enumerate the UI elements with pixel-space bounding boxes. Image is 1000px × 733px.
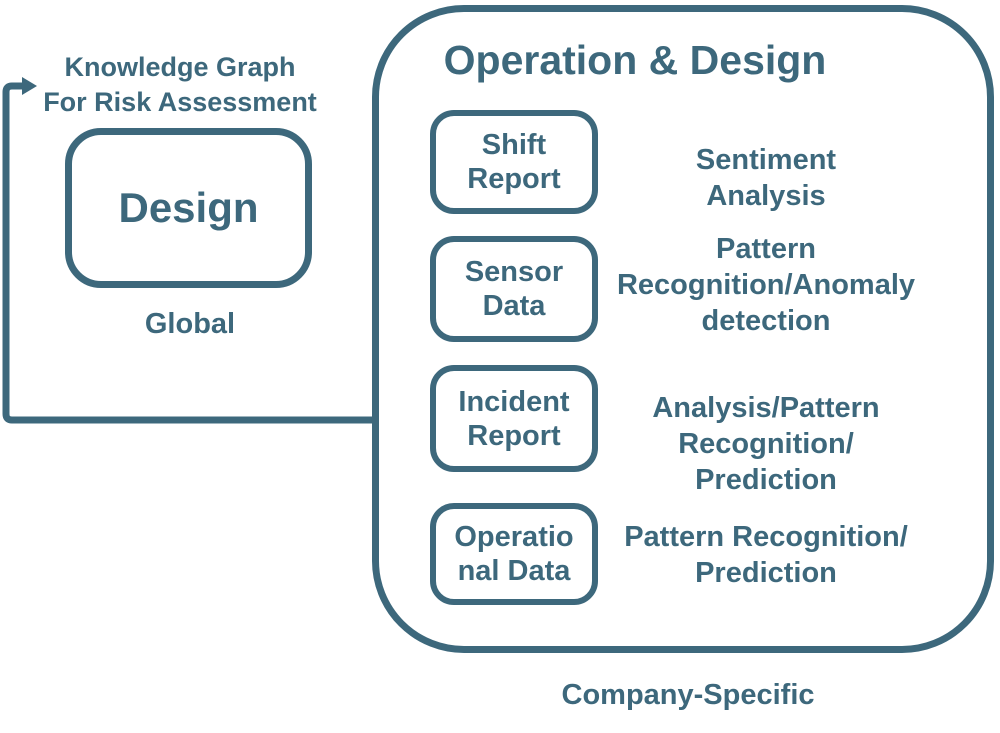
incident-report-box: Incident Report — [430, 365, 598, 472]
pattern-recognition-prediction-label: Pattern Recognition/ Prediction — [604, 519, 928, 591]
method-label-line: Recognition/Anomaly — [616, 269, 916, 301]
analysis-pattern-prediction-label: Analysis/Pattern Recognition/ Prediction — [604, 390, 928, 498]
operational-data-box: Operatio nal Data — [430, 503, 598, 605]
design-box-label: Design — [118, 184, 259, 231]
box-label-line: Shift — [481, 129, 547, 161]
shift-report-box: Shift Report — [430, 110, 598, 214]
box-label-line: Data — [482, 290, 546, 322]
box-label-line: Sensor — [464, 256, 564, 288]
left-heading-line: For Risk Assessment — [43, 87, 317, 117]
pattern-recognition-anomaly-label: Pattern Recognition/Anomaly detection — [604, 231, 928, 339]
method-label-line: Analysis — [706, 180, 826, 212]
method-label-line: Prediction — [695, 464, 837, 496]
method-label-line: detection — [701, 305, 831, 337]
box-label-line: Incident — [458, 385, 570, 418]
box-label-line: Report — [467, 419, 561, 452]
method-label-line: Analysis/Pattern — [652, 392, 880, 424]
operation-design-title: Operation & Design — [443, 37, 827, 83]
method-label-line: Pattern Recognition/ — [624, 521, 908, 553]
global-caption: Global — [144, 308, 236, 340]
left-heading: Knowledge Graph For Risk Assessment — [20, 50, 340, 120]
company-specific-caption: Company-Specific — [561, 679, 815, 711]
method-label-line: Prediction — [695, 557, 837, 589]
box-label-line: Report — [467, 163, 561, 195]
method-label-line: Pattern — [716, 233, 816, 265]
method-label-line: Sentiment — [695, 144, 837, 176]
left-heading-line: Knowledge Graph — [64, 52, 296, 82]
sentiment-analysis-label: Sentiment Analysis — [604, 142, 928, 214]
method-label-line: Recognition/ — [678, 428, 854, 460]
box-label-line: nal Data — [457, 555, 571, 587]
box-label-line: Operatio — [454, 521, 574, 553]
sensor-data-box: Sensor Data — [430, 236, 598, 342]
design-box: Design — [65, 128, 312, 288]
